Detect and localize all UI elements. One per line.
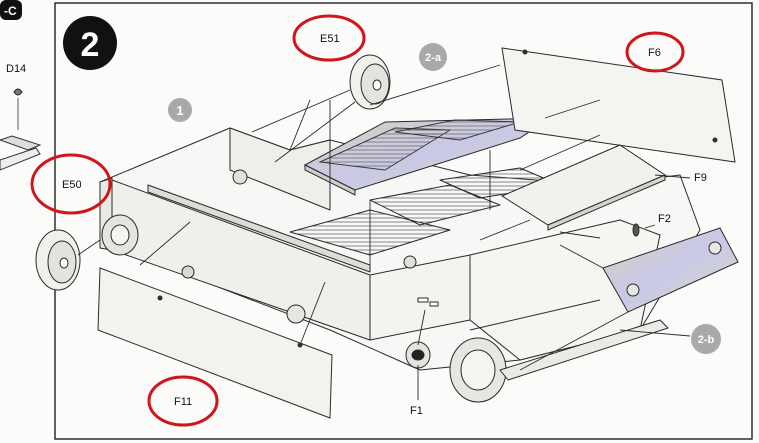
part-f11-plate [97, 267, 333, 419]
engine-deck-plate-2a [303, 117, 552, 196]
svg-text:2-a: 2-a [425, 52, 442, 64]
part-e51-wheel [349, 54, 391, 110]
part-e50-wheel [35, 229, 81, 291]
part-f2 [632, 223, 640, 237]
part-f9-plate [500, 144, 667, 231]
highlight-circles [30, 14, 685, 427]
prev-step-tab: -C [4, 4, 17, 18]
part-label-f11: F11 [174, 396, 192, 408]
part-label-e51: E51 [320, 33, 340, 45]
highlight-f6 [625, 31, 685, 73]
sub-step-badge-2a: 2-a [419, 43, 447, 71]
svg-text:2-b: 2-b [698, 334, 715, 346]
part-label-f9: F9 [694, 172, 707, 184]
step-number: 2 [81, 26, 100, 64]
step-number-badge: 2 [63, 16, 117, 70]
assembly-guide-lines [77, 64, 691, 400]
highlight-f11 [147, 375, 219, 427]
rear-plate-2b [602, 227, 739, 313]
part-label-f1: F1 [410, 405, 423, 417]
part-label-e50: E50 [62, 179, 82, 191]
part-label-d14: D14 [6, 63, 26, 75]
sub-step-badge-1: 1 [168, 98, 192, 122]
part-f6-plate [501, 47, 736, 163]
sub-step-badge-2b: 2-b [691, 324, 721, 354]
svg-text:1: 1 [176, 103, 183, 118]
highlight-e51 [292, 14, 366, 62]
part-label-f6: F6 [648, 47, 661, 59]
step-frame [54, 2, 753, 440]
part-label-f2: F2 [658, 213, 671, 225]
highlight-e50 [30, 153, 112, 215]
previous-step-fragment: -C D14 [0, 0, 42, 171]
part-f1 [411, 349, 425, 361]
